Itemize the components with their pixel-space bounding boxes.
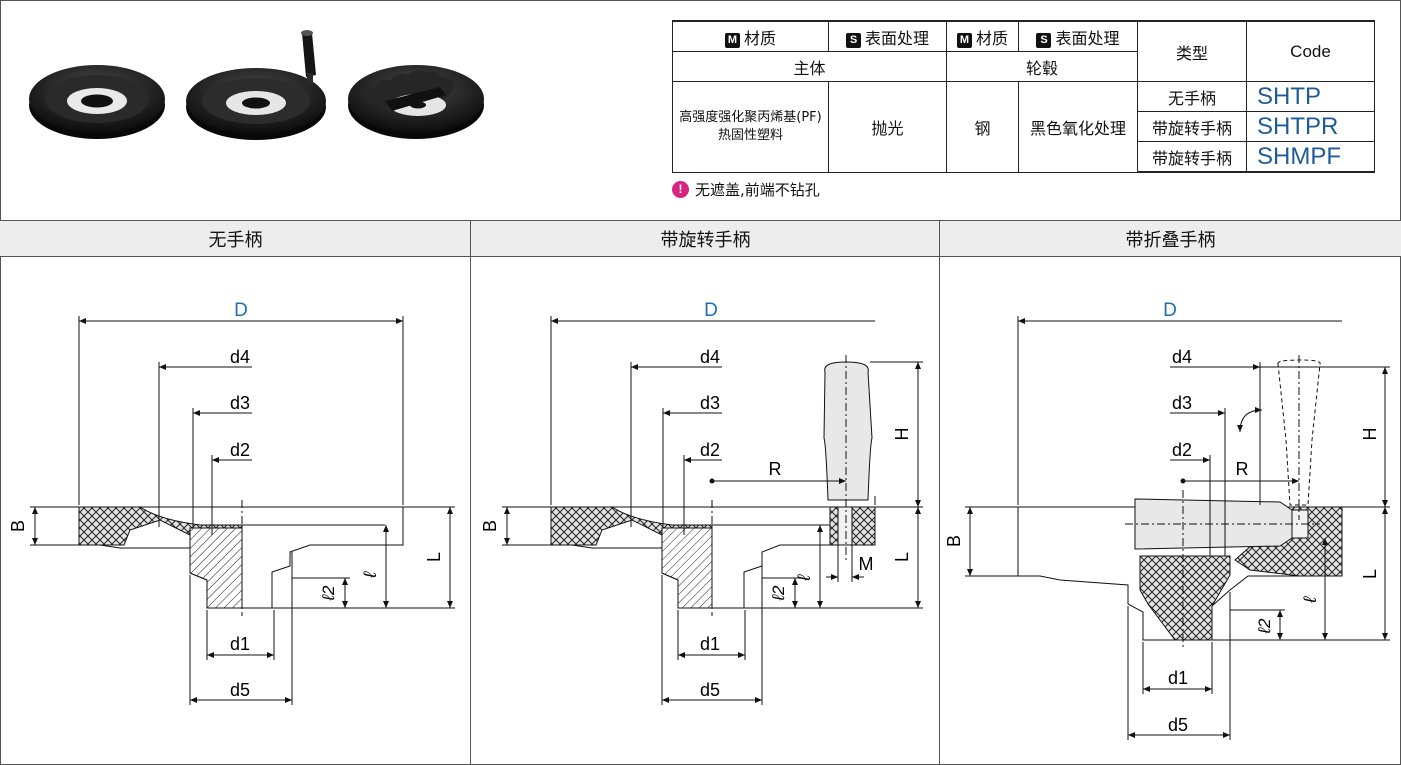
dim-d1: d1	[1168, 668, 1188, 688]
note-text: 无遮盖,前端不钻孔	[695, 181, 820, 199]
dim-d4: d4	[1172, 347, 1192, 367]
dim-L: L	[892, 552, 912, 562]
body-material-cell: 高强度强化聚丙烯基(PF)热固性塑料	[672, 81, 829, 173]
surface-icon: S	[1036, 32, 1052, 48]
panel-divider	[939, 220, 940, 765]
dim-B: B	[480, 520, 500, 532]
code-cell[interactable]: SHTPR	[1246, 111, 1375, 142]
dim-d5: d5	[700, 680, 720, 700]
dim-d2: d2	[1172, 440, 1192, 460]
hub-material-cell: 钢	[946, 81, 1019, 173]
dim-R: R	[769, 459, 782, 479]
dim-d3: d3	[1172, 393, 1192, 413]
dim-d2: d2	[230, 440, 250, 460]
drawing-folding-handle: D d4 d3 d2 R d1 d5 B H L ℓ ℓ2	[944, 300, 1390, 740]
panel-title-rotating-handle: 带旋转手柄	[471, 220, 940, 257]
type-cell: 无手柄	[1137, 81, 1247, 112]
header-body: 主体	[672, 51, 947, 82]
dim-d1: d1	[230, 634, 250, 654]
exclamation-icon: !	[672, 181, 689, 198]
dim-L: L	[424, 552, 444, 562]
dim-D: D	[234, 300, 248, 321]
header-code: Code	[1246, 20, 1375, 82]
type-cell: 带旋转手柄	[1137, 111, 1247, 142]
panel-title-folding-handle: 带折叠手柄	[940, 220, 1401, 257]
code-cell[interactable]: SHMPF	[1246, 141, 1375, 173]
dim-B: B	[8, 520, 28, 532]
material-icon: M	[724, 32, 740, 48]
dim-l2: ℓ2	[1255, 618, 1274, 634]
body-surface-cell: 抛光	[828, 81, 947, 173]
panel-divider	[470, 220, 471, 765]
dim-M: M	[859, 554, 874, 574]
dim-H: H	[1360, 428, 1380, 441]
dim-l2: ℓ2	[769, 585, 788, 601]
dim-d5: d5	[1168, 715, 1188, 735]
dim-d3: d3	[700, 393, 720, 413]
dim-B: B	[944, 535, 964, 547]
hub-surface-cell: 黑色氧化处理	[1018, 81, 1138, 173]
dim-l2: ℓ2	[319, 585, 338, 601]
material-icon: M	[956, 32, 972, 48]
dim-D: D	[1163, 300, 1177, 321]
panel-title-no-handle: 无手柄	[0, 220, 471, 257]
dim-d4: d4	[230, 347, 250, 367]
dim-l: ℓ	[1300, 596, 1320, 604]
dim-d4: d4	[700, 347, 720, 367]
dim-d3: d3	[230, 393, 250, 413]
product-photos	[29, 30, 484, 140]
header-hub: 轮毂	[946, 51, 1138, 82]
dim-l: ℓ	[794, 574, 814, 582]
dim-R: R	[1236, 459, 1249, 479]
dim-d1: d1	[700, 634, 720, 654]
drawing-no-handle: D d4 d3 d2 d1 d5 B L ℓ ℓ2	[8, 300, 455, 705]
dim-D: D	[704, 300, 718, 321]
wheel-photo-rotating-handle	[186, 30, 326, 140]
dim-d2: d2	[700, 440, 720, 460]
wheel-photo-plain	[29, 65, 165, 139]
dim-L: L	[1360, 569, 1380, 579]
code-cell[interactable]: SHTP	[1246, 81, 1375, 112]
dim-l: ℓ	[360, 571, 380, 579]
drawing-rotating-handle: D d4 d3 d2 R d1 d5 B H L ℓ ℓ2 M	[480, 300, 923, 705]
surface-icon: S	[845, 32, 861, 48]
type-cell: 带旋转手柄	[1137, 141, 1247, 173]
dim-d5: d5	[230, 680, 250, 700]
header-type: 类型	[1137, 20, 1247, 82]
wheel-photo-folding-handle	[348, 65, 484, 139]
dim-H: H	[892, 428, 912, 441]
note: ! 无遮盖,前端不钻孔	[672, 179, 820, 200]
